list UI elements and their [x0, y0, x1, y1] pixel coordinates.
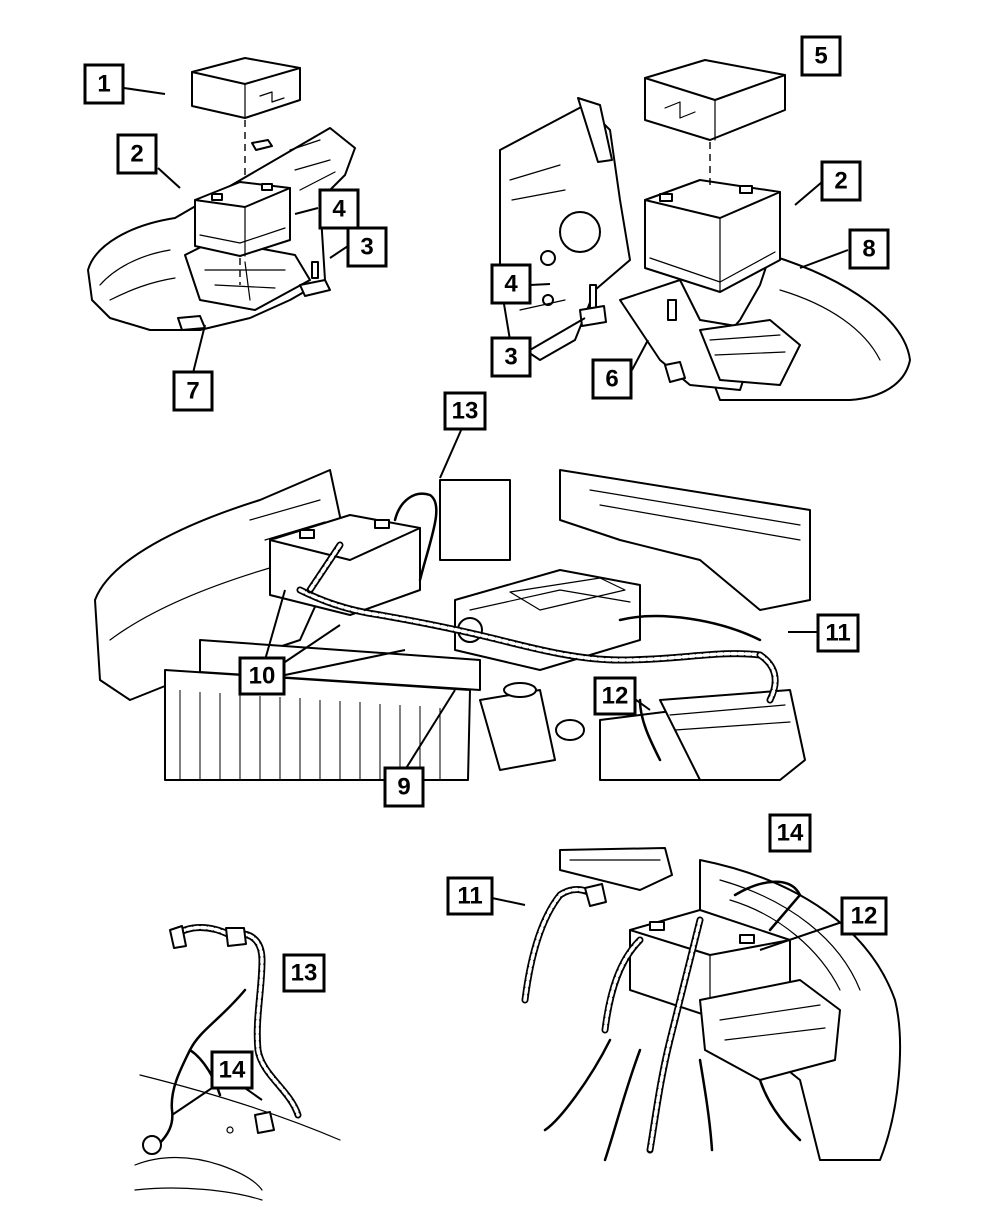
callout-14: 14 [210, 1050, 254, 1090]
callout-11: 11 [446, 876, 494, 916]
callout-7: 7 [172, 370, 214, 412]
callout-8: 8 [848, 228, 890, 270]
callout-13: 13 [282, 953, 326, 993]
view-battery-tray-left [87, 57, 356, 331]
callout-label: 11 [457, 883, 482, 910]
callout-6: 6 [591, 358, 633, 400]
callout-label: 14 [219, 1057, 246, 1084]
callout-14: 14 [768, 813, 812, 853]
callout-label: 8 [862, 236, 875, 263]
view-battery-harness-right [521, 847, 901, 1162]
callout-10: 10 [238, 656, 286, 696]
callout-3: 3 [490, 336, 532, 378]
callout-9: 9 [383, 766, 425, 808]
view-engine-compartment [94, 469, 811, 781]
callout-label: 2 [130, 141, 143, 168]
callout-13: 13 [443, 391, 487, 431]
callout-label: 7 [186, 378, 199, 405]
callout-label: 12 [851, 903, 878, 930]
callout-label: 11 [825, 620, 850, 647]
callout-label: 13 [291, 960, 318, 987]
callout-label: 4 [332, 196, 346, 223]
callout-12: 12 [840, 896, 888, 936]
callout-label: 13 [452, 398, 479, 425]
callout-label: 14 [777, 820, 804, 847]
callout-label: 2 [834, 168, 847, 195]
callout-3: 3 [346, 226, 388, 268]
callout-11: 11 [816, 613, 860, 653]
callout-label: 9 [397, 774, 410, 801]
callout-label: 3 [360, 234, 373, 261]
callout-label: 6 [605, 366, 618, 393]
callout-4: 4 [490, 263, 532, 305]
view-battery-cable-left [134, 924, 341, 1201]
callout-1: 1 [83, 63, 125, 105]
callout-4: 4 [318, 188, 360, 230]
callout-2: 2 [820, 160, 862, 202]
callout-label: 5 [814, 43, 827, 70]
view-battery-tray-right [499, 59, 911, 401]
callout-label: 3 [504, 344, 517, 371]
callout-2: 2 [116, 133, 158, 175]
callout-label: 12 [602, 683, 629, 710]
callout-label: 4 [504, 271, 518, 298]
callout-5: 5 [800, 35, 842, 77]
callout-12: 12 [593, 676, 637, 716]
callout-label: 1 [97, 71, 110, 98]
callout-label: 10 [249, 663, 276, 690]
